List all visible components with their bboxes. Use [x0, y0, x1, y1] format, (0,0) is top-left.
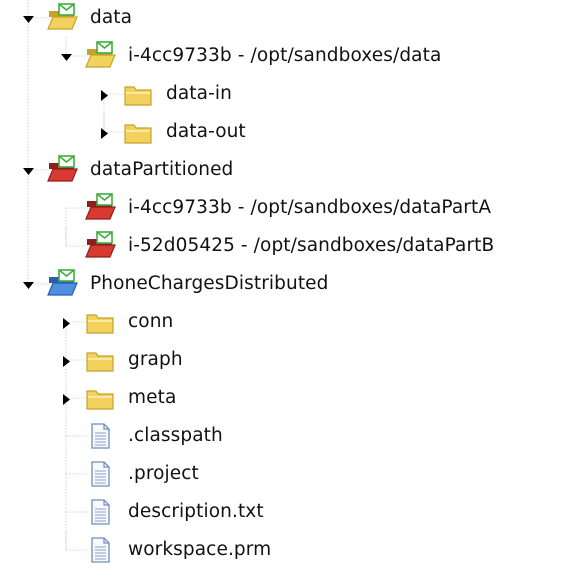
tree-item-label: data — [90, 7, 133, 28]
tree-item-label: dataPartitioned — [90, 159, 234, 180]
file-icon — [84, 535, 116, 565]
tree-item-label: data-out — [166, 121, 246, 142]
triangle-right-icon[interactable] — [60, 315, 73, 329]
tree-item-label: i-4cc9733b - /opt/sandboxes/data — [128, 45, 442, 66]
triangle-down-icon[interactable] — [22, 163, 35, 176]
tree-item-data-sandbox[interactable]: i-4cc9733b - /opt/sandboxes/data — [0, 37, 567, 75]
tree-item-phonecharges[interactable]: PhoneChargesDistributed — [0, 265, 567, 303]
file-icon — [84, 459, 116, 489]
folder-icon — [122, 117, 154, 147]
folder-icon — [84, 345, 116, 375]
tree-item-label: description.txt — [128, 501, 264, 522]
triangle-down-icon[interactable] — [60, 49, 73, 62]
project-folder-envelope-icon — [46, 269, 78, 299]
tree-item-meta[interactable]: meta — [0, 379, 567, 417]
tree-item-label: .project — [128, 463, 199, 484]
tree-item-label: .classpath — [128, 425, 223, 446]
tree-item-graph[interactable]: graph — [0, 341, 567, 379]
tree-item-data[interactable]: data — [0, 0, 567, 37]
tree-item-datapart-b[interactable]: i-52d05425 - /opt/sandboxes/dataPartB — [0, 227, 567, 265]
sandbox-folder-envelope-icon — [84, 41, 116, 71]
triangle-right-icon[interactable] — [98, 87, 111, 101]
tree-item-data-out[interactable]: data-out — [0, 113, 567, 151]
tree-item-workspace[interactable]: workspace.prm — [0, 531, 567, 569]
project-folder-envelope-icon — [46, 3, 78, 33]
tree-item-label: PhoneChargesDistributed — [90, 273, 329, 294]
tree-item-label: conn — [128, 311, 174, 332]
triangle-right-icon[interactable] — [60, 391, 73, 405]
tree-item-label: i-52d05425 - /opt/sandboxes/dataPartB — [128, 235, 495, 256]
folder-icon — [84, 383, 116, 413]
tree-item-label: data-in — [166, 83, 232, 104]
triangle-down-icon[interactable] — [22, 11, 35, 24]
triangle-right-icon[interactable] — [60, 353, 73, 367]
project-folder-envelope-icon — [46, 155, 78, 185]
tree-item-classpath[interactable]: .classpath — [0, 417, 567, 455]
folder-icon — [122, 79, 154, 109]
file-icon — [84, 497, 116, 527]
file-icon — [84, 421, 116, 451]
tree-item-datapartitioned[interactable]: dataPartitioned — [0, 151, 567, 189]
tree-item-label: workspace.prm — [128, 539, 272, 560]
triangle-right-icon[interactable] — [98, 125, 111, 139]
tree-item-project[interactable]: .project — [0, 455, 567, 493]
sandbox-folder-envelope-icon — [84, 231, 116, 261]
tree-item-label: meta — [128, 387, 177, 408]
folder-icon — [84, 307, 116, 337]
tree-item-data-in[interactable]: data-in — [0, 75, 567, 113]
tree-item-label: i-4cc9733b - /opt/sandboxes/dataPartA — [128, 197, 492, 218]
tree-item-description[interactable]: description.txt — [0, 493, 567, 531]
sandbox-folder-envelope-icon — [84, 193, 116, 223]
tree-item-datapart-a[interactable]: i-4cc9733b - /opt/sandboxes/dataPartA — [0, 189, 567, 227]
tree-item-label: graph — [128, 349, 183, 370]
tree-item-conn[interactable]: conn — [0, 303, 567, 341]
triangle-down-icon[interactable] — [22, 277, 35, 290]
